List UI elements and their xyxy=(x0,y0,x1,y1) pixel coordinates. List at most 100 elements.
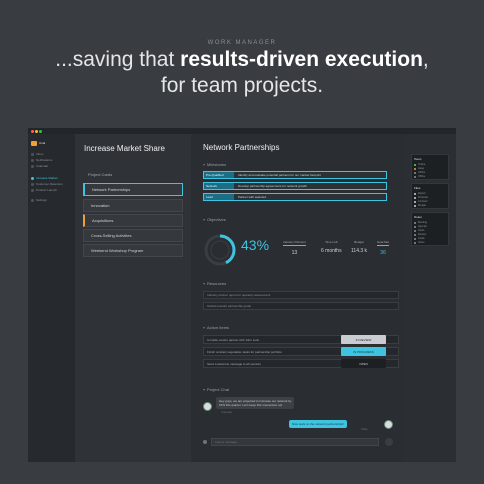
project-card-innovation[interactable]: Innovation xyxy=(83,199,183,212)
objective-goal-met: Goal Met 36 xyxy=(377,240,390,256)
sidebar-item-label: Calendar xyxy=(36,164,49,168)
files-widget: Files Report Proposal Contract Budget xyxy=(411,183,449,209)
resources-heading[interactable]: ▾Resources xyxy=(203,281,226,286)
sidebar-item-calendar[interactable]: Calendar xyxy=(31,164,48,168)
objective-label: Goal Met xyxy=(377,240,390,246)
note-item[interactable]: Review xyxy=(412,233,448,237)
sidebar-item-label: Inbox xyxy=(36,152,44,156)
widget-heading: Files xyxy=(414,186,421,190)
status-badge-open[interactable]: OPEN xyxy=(341,359,386,368)
sidebar-item-label: Increase Market xyxy=(36,176,58,180)
detail-title: Network Partnerships xyxy=(203,143,280,152)
resource-link[interactable]: Industry partner report for quarterly as… xyxy=(203,291,399,299)
send-button[interactable] xyxy=(385,438,393,446)
project-card-cross-selling[interactable]: Cross-Selling Activities xyxy=(83,229,183,242)
folder-icon xyxy=(31,176,34,180)
minimize-window-button[interactable] xyxy=(35,130,38,133)
team-member[interactable]: Offline xyxy=(412,175,448,179)
action-item-row[interactable]: Finish contract negotiation tasks for pa… xyxy=(203,347,399,356)
team-member[interactable]: Away xyxy=(412,167,448,171)
file-name: Budget xyxy=(418,204,426,207)
detail-panel: Network Partnerships ▾Milestones Pre-Qua… xyxy=(191,134,404,462)
objective-value: 36 xyxy=(380,250,386,256)
app-name: Unal xyxy=(39,141,46,145)
milestone-tag: Network xyxy=(204,183,234,189)
sidebar-item-settings[interactable]: Settings xyxy=(31,198,47,202)
sidebar-item-label: Customer Retention xyxy=(36,182,63,186)
note-name: Notes xyxy=(418,241,425,244)
note-item[interactable]: Goals xyxy=(412,237,448,241)
file-icon xyxy=(414,196,416,199)
maximize-window-button[interactable] xyxy=(39,130,42,133)
note-item[interactable]: Agenda xyxy=(412,225,448,229)
note-name: Meeting xyxy=(418,221,427,224)
chat-message-line: Hey guys, we are projected to increase o… xyxy=(219,399,292,403)
chevron-down-icon: ▾ xyxy=(203,281,206,286)
action-item-row[interactable]: Send a welcome message to all vendors xyxy=(203,359,399,368)
objectives-heading[interactable]: ▾Objectives xyxy=(203,217,226,222)
file-item[interactable]: Proposal xyxy=(412,196,448,200)
project-card-network-partnerships[interactable]: Network Partnerships xyxy=(83,183,183,196)
team-member[interactable]: Online xyxy=(412,163,448,167)
note-item[interactable]: Meeting xyxy=(412,221,448,225)
chat-heading[interactable]: ▾Project Chat xyxy=(203,387,229,392)
hero-header: WORK MANAGER ...saving that results-driv… xyxy=(0,0,484,120)
status-dot-icon xyxy=(414,171,416,174)
sidebar-item-label: Product Launch xyxy=(36,188,58,192)
member-status: Offline xyxy=(418,175,426,178)
right-panel: Team Online Away Offline Offline Files R… xyxy=(404,134,456,462)
avatar xyxy=(384,420,393,429)
hero-headline-bold: results-driven execution xyxy=(180,48,423,71)
sidebar-item-customer-retention[interactable]: Customer Retention xyxy=(31,182,63,186)
action-item-row[interactable]: Compile vendor partner with John Luck xyxy=(203,335,399,344)
member-status: Online xyxy=(418,163,426,166)
file-name: Contract xyxy=(418,200,428,203)
chat-message-line: 15% this quarter. Let's keep this moment… xyxy=(219,403,283,407)
action-items-heading[interactable]: ▾Action Items xyxy=(203,325,229,330)
objective-label: Budget xyxy=(354,240,364,244)
note-icon xyxy=(414,221,416,224)
file-icon xyxy=(414,200,416,203)
action-item-text: Compile vendor partner with John Luck xyxy=(207,337,260,342)
team-member[interactable]: Offline xyxy=(412,171,448,175)
section-label: Project Chat xyxy=(207,387,230,392)
member-status: Away xyxy=(418,167,425,170)
status-dot-icon xyxy=(414,167,416,170)
sidebar-item-product-launch[interactable]: Product Launch xyxy=(31,188,57,192)
chat-input[interactable]: Type a message... xyxy=(211,438,379,446)
resource-link[interactable]: Global network partnership guide xyxy=(203,302,399,310)
milestone-tag: Lead xyxy=(204,194,234,200)
chevron-down-icon: ▾ xyxy=(203,325,206,330)
sidebar: Unal Inbox Notifications Calendar Increa… xyxy=(28,134,75,462)
chat-timestamp: Yesterday xyxy=(221,411,233,414)
hero-headline-pre: ...saving that xyxy=(55,48,181,71)
file-item[interactable]: Report xyxy=(412,192,448,196)
widget-heading: Notes xyxy=(414,215,422,219)
notes-widget: Notes Meeting Agenda Tasks Review Goals … xyxy=(411,212,449,246)
note-item[interactable]: Tasks xyxy=(412,229,448,233)
milestones-heading[interactable]: ▾Milestones xyxy=(203,162,226,167)
file-item[interactable]: Contract xyxy=(412,200,448,204)
project-card-acquisitions[interactable]: Acquisitions xyxy=(83,214,183,227)
file-name: Report xyxy=(418,192,426,195)
status-badge-in-progress[interactable]: IN PROGRESS xyxy=(341,347,386,356)
gear-icon xyxy=(31,198,34,202)
sidebar-item-increase-market[interactable]: Increase Market xyxy=(31,176,58,180)
sidebar-item-notifications[interactable]: Notifications xyxy=(31,158,52,162)
attach-icon[interactable] xyxy=(203,440,207,444)
close-window-button[interactable] xyxy=(31,130,34,133)
folder-icon xyxy=(31,182,34,186)
file-icon xyxy=(414,192,416,195)
status-badge-in-review[interactable]: IN REVIEW xyxy=(341,335,386,344)
note-item[interactable]: Notes xyxy=(412,241,448,245)
file-item[interactable]: Budget xyxy=(412,204,448,208)
sidebar-item-inbox[interactable]: Inbox xyxy=(31,152,43,156)
project-cards-label: Project Cards xyxy=(88,172,113,177)
project-card-weekend-workshop[interactable]: Weekend Workshop Program xyxy=(83,244,183,257)
objective-label: Industry Partners xyxy=(283,240,306,246)
note-icon xyxy=(414,237,416,240)
